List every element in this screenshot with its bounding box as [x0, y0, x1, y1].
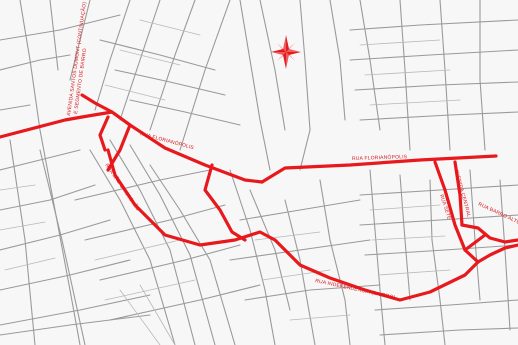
route-westside-connector: [80, 110, 132, 172]
route-east-loop: [460, 223, 518, 244]
route-florianopolis-east: [260, 154, 498, 184]
route-east-vertical-2: [453, 160, 464, 227]
compass-rose-icon: [271, 35, 301, 69]
route-florianopolis-west: [80, 93, 264, 184]
route-east-connector: [476, 243, 518, 264]
highlighted-routes: [0, 93, 518, 302]
route-east-return: [463, 233, 487, 252]
route-east-vertical-1: [433, 160, 480, 264]
route-west-trunk: [0, 115, 84, 139]
label-florianopolis-east: RUA FLORIANÓPOLIS: [352, 153, 408, 162]
route-central-spur: [203, 163, 247, 242]
label-east-diag: RUA BARRO ALTO: [477, 201, 518, 226]
route-inner-loop: [98, 115, 110, 152]
route-diagonal-west: [106, 148, 480, 302]
